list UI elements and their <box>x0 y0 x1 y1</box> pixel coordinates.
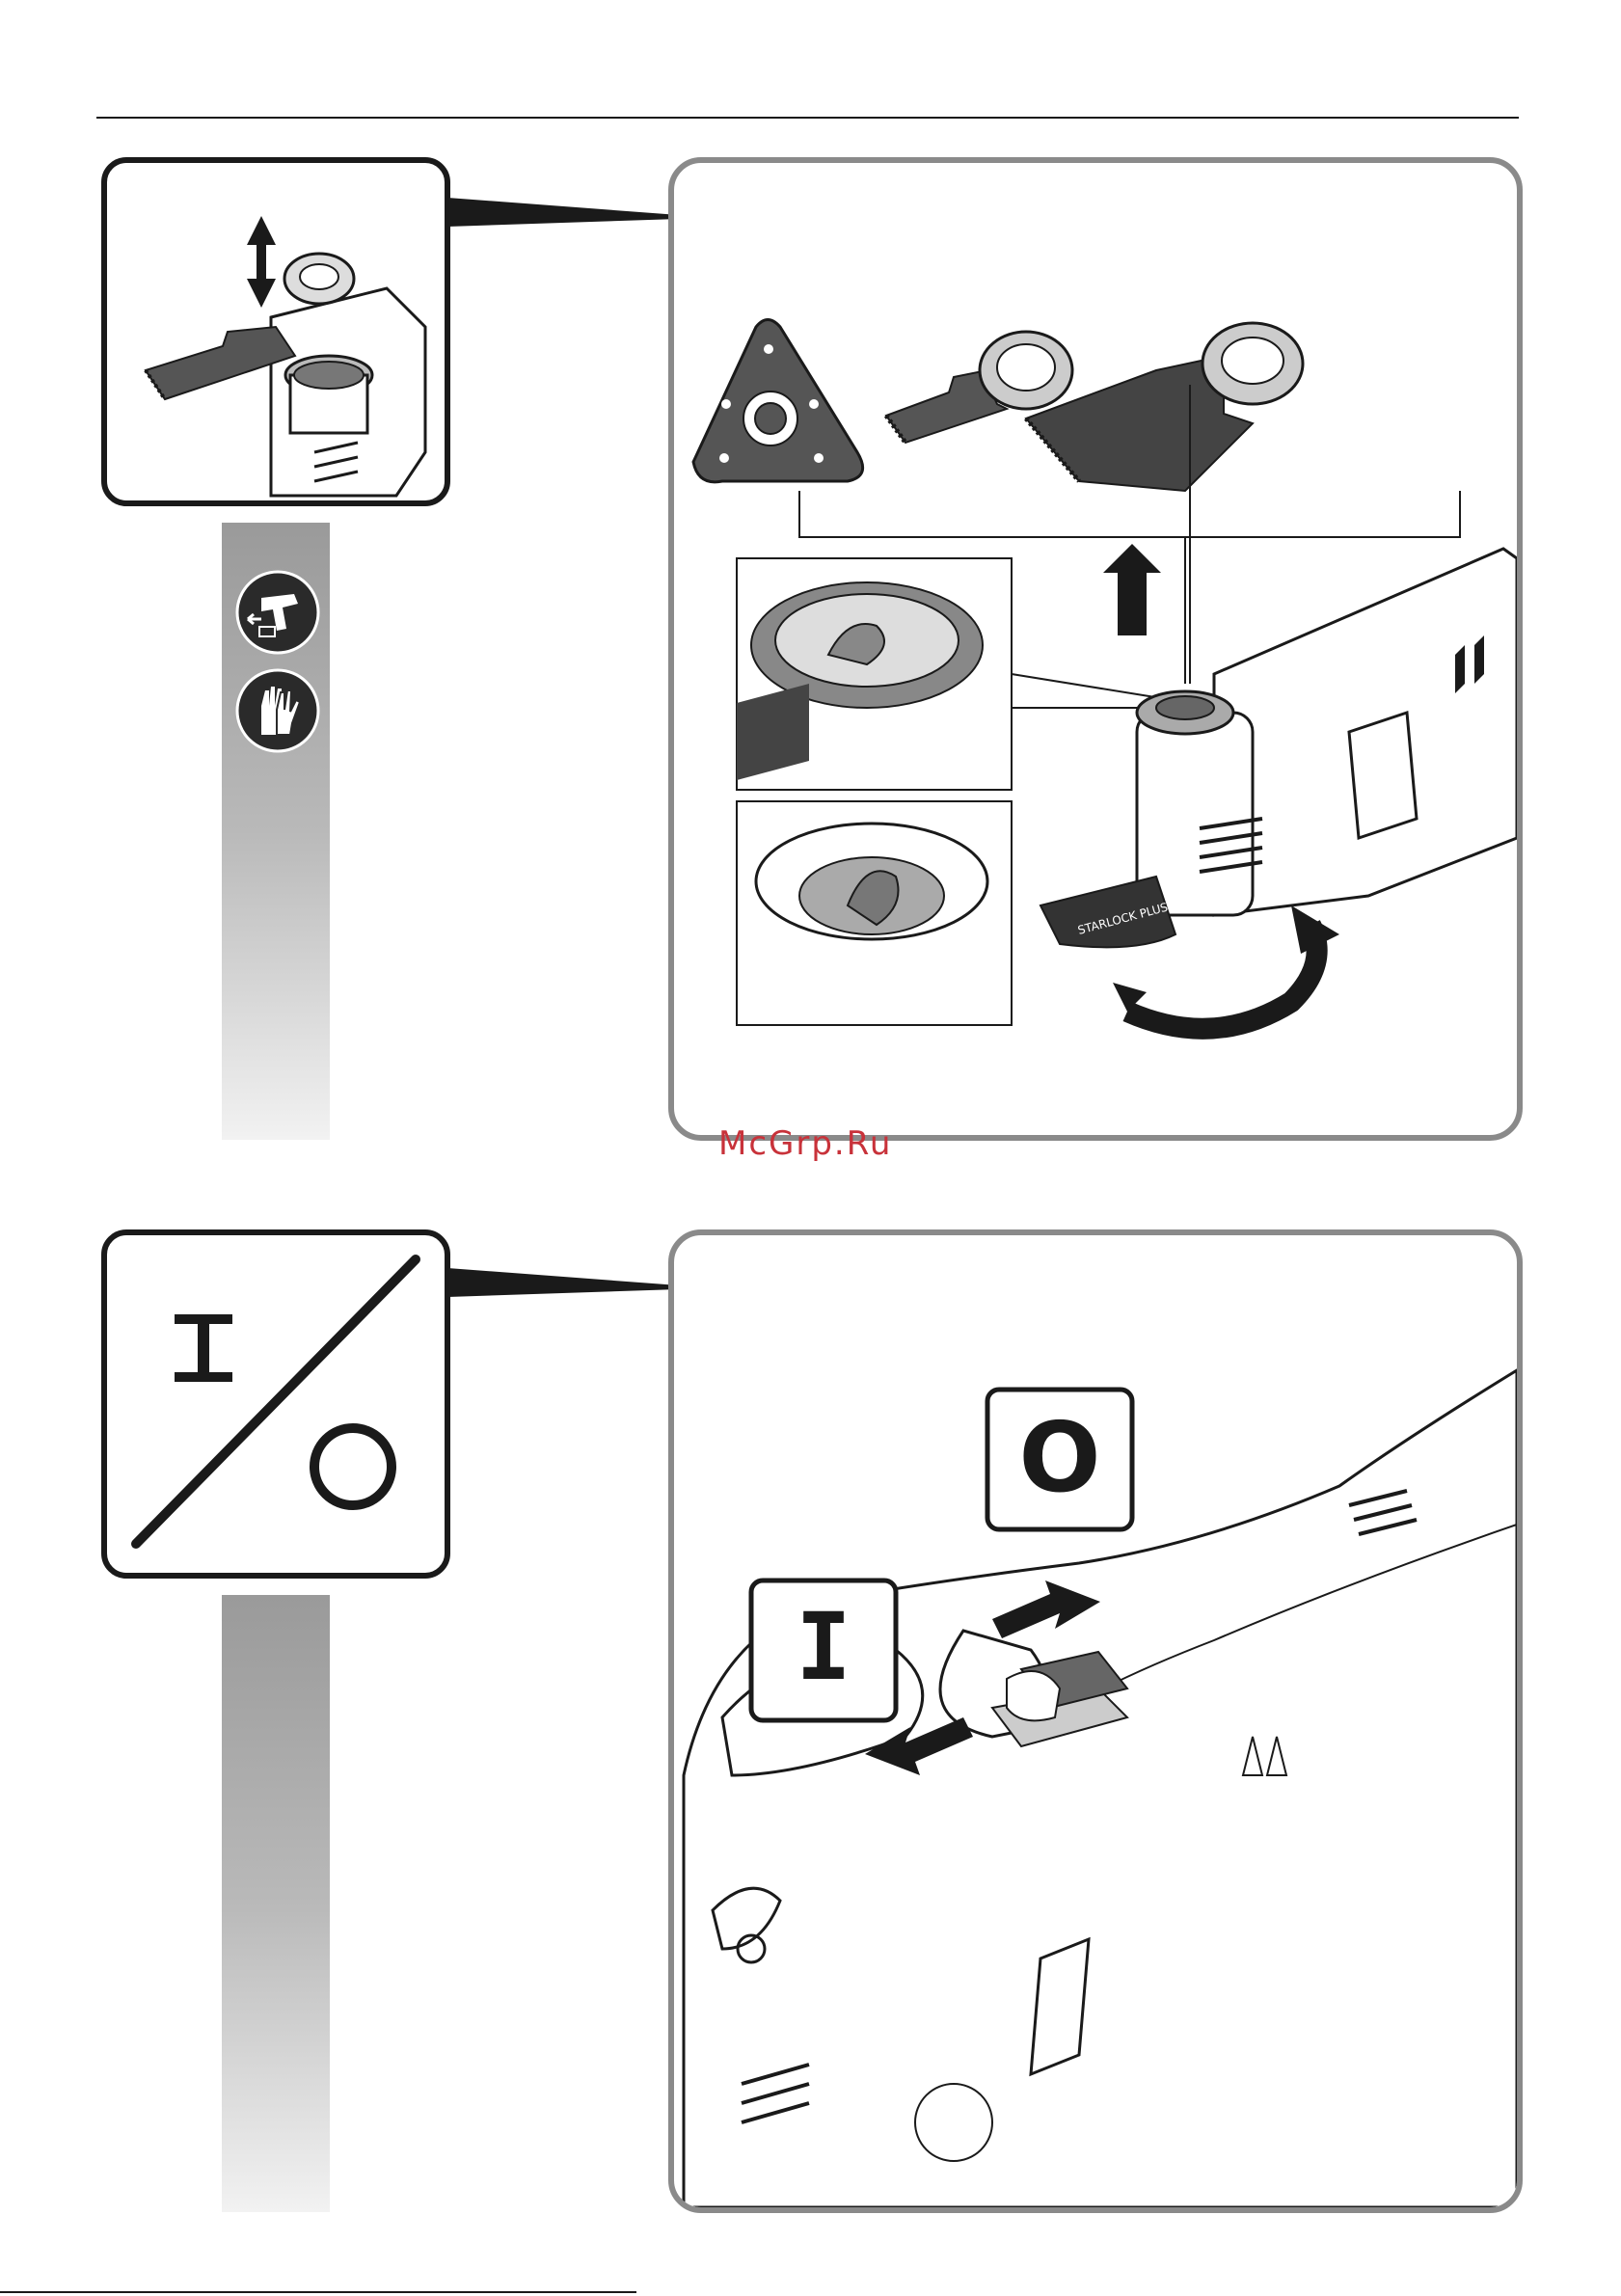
blade-change-icon <box>107 163 445 500</box>
top-rule <box>96 117 1519 119</box>
wide-blade <box>1026 323 1303 491</box>
on-off-panel: I O <box>668 1229 1523 2213</box>
wear-gloves-icon <box>234 667 321 754</box>
callout-pointer <box>447 198 679 241</box>
on-off-illustration: I O <box>674 1235 1517 2207</box>
blade-change-thumbnail <box>101 157 450 506</box>
remove-battery-icon <box>234 569 321 656</box>
sanding-pad <box>693 320 863 482</box>
watermark: McGrp.Ru <box>718 1124 892 1163</box>
callout-pointer <box>447 1268 679 1311</box>
bottom-rule <box>0 2291 636 2293</box>
blade-change-illustration: STARLOCK PLUS <box>674 163 1517 1135</box>
on-off-thumbnail <box>101 1229 450 1579</box>
off-label: O <box>1018 1401 1100 1514</box>
blade-change-panel: STARLOCK PLUS <box>668 157 1523 1141</box>
on-off-icon <box>107 1235 445 1573</box>
on-label: I <box>796 1593 851 1701</box>
side-bar <box>222 1595 330 2212</box>
